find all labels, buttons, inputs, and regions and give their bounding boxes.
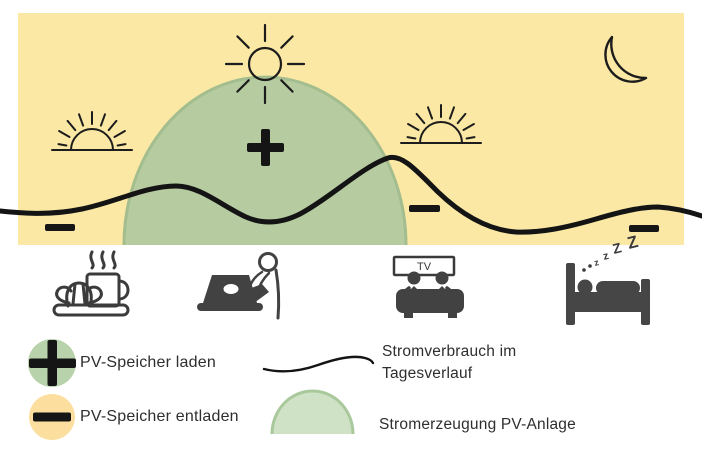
sleeping-bed-icon: z z Z Z — [566, 232, 650, 325]
legend-charge-label: PV-Speicher laden — [80, 354, 216, 371]
legend-charge-swatch — [28, 339, 76, 387]
legend-consumption-label: Stromverbrauch im Tagesverlauf — [382, 343, 517, 382]
legend-discharge-label: PV-Speicher entladen — [80, 408, 239, 425]
svg-text:z: z — [602, 250, 611, 263]
moon-icon — [604, 35, 648, 83]
legend-generation-dome — [270, 389, 355, 435]
legend-consumption-line — [262, 355, 375, 373]
tv-couch-icon: TV — [392, 255, 464, 318]
sun-icon — [224, 23, 306, 105]
svg-text:z: z — [593, 257, 600, 268]
legend-discharge-swatch — [29, 394, 75, 440]
charge-plus-sign — [247, 129, 284, 166]
legend-generation-label: Stromerzeugung PV-Anlage — [379, 416, 576, 433]
sunrise-icon — [51, 111, 133, 151]
discharge-minus-right — [629, 225, 659, 232]
consumption-line — [0, 154, 702, 235]
discharge-minus-middle — [409, 205, 440, 212]
discharge-minus-left — [45, 224, 75, 231]
laptop-work-icon — [197, 252, 281, 320]
breakfast-icon — [52, 250, 130, 317]
svg-text:Z: Z — [625, 232, 640, 253]
tv-label: TV — [417, 261, 432, 273]
